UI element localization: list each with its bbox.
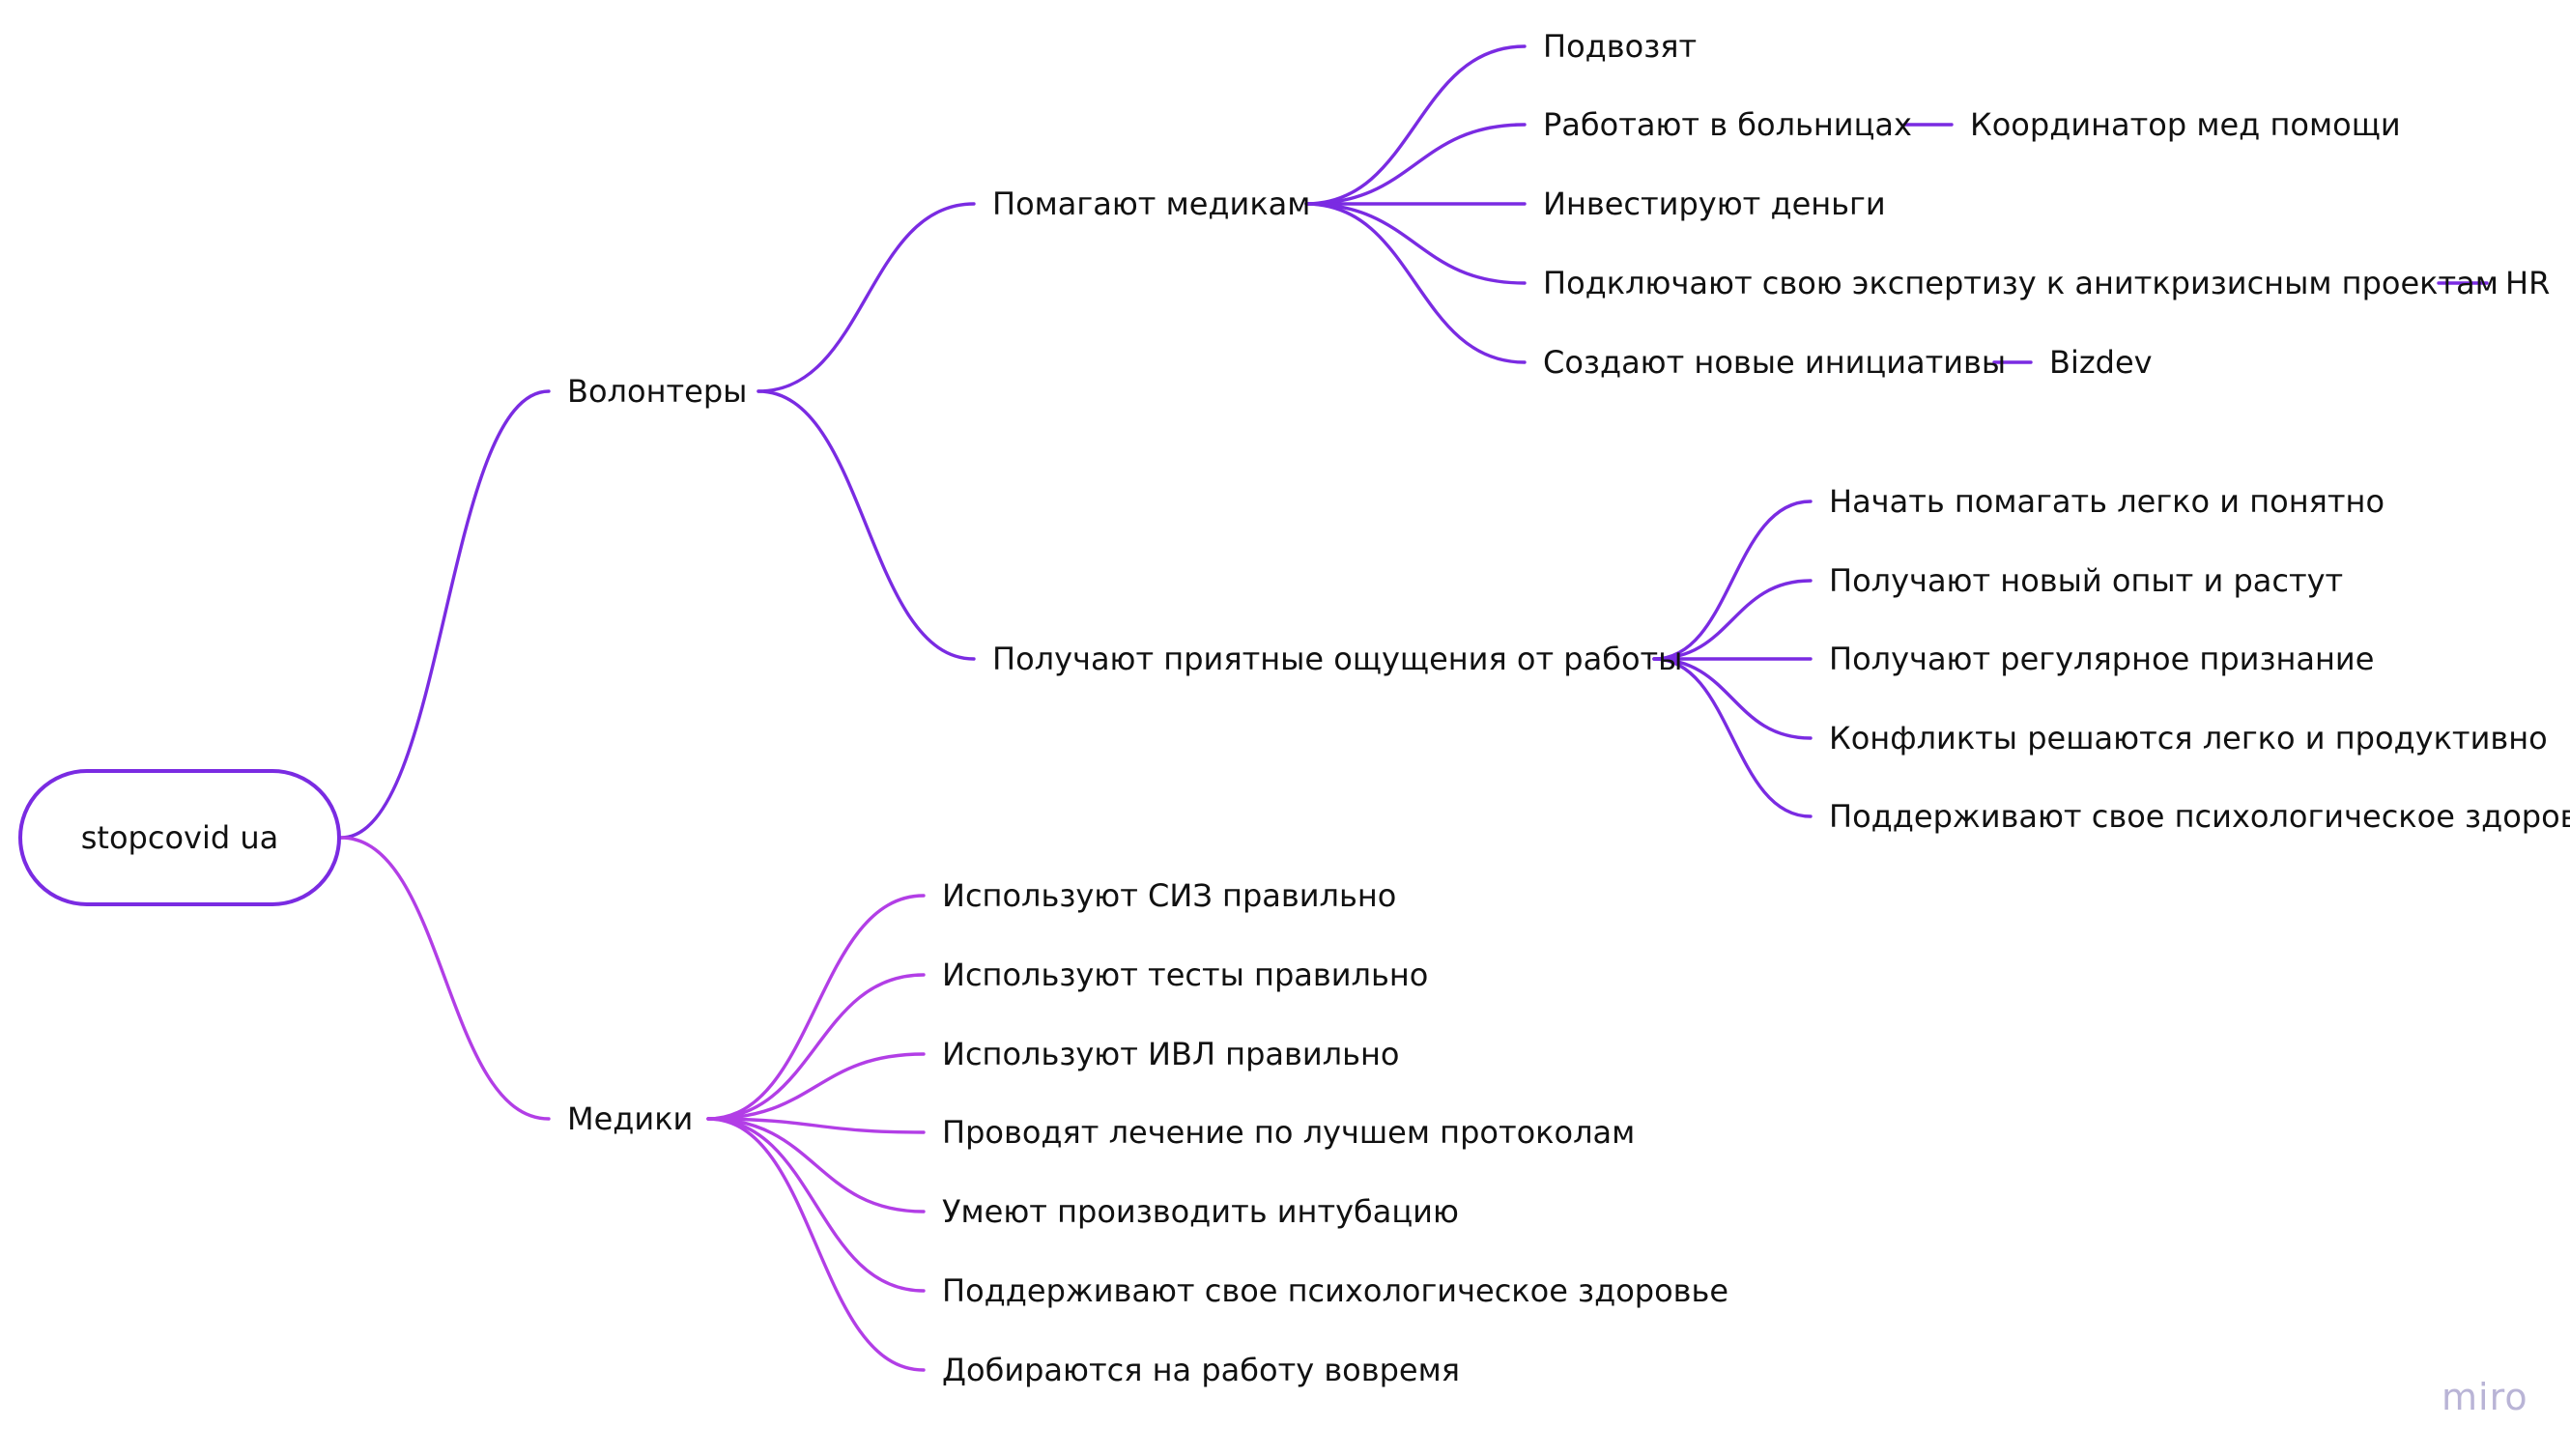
node-new-experience[interactable]: Получают новый опыт и растут (1829, 562, 2344, 599)
node-treatment[interactable]: Проводят лечение по лучшем протоколам (942, 1114, 1636, 1151)
node-bizdev[interactable]: Bizdev (2049, 344, 2153, 381)
node-tests[interactable]: Используют тесты правильно (942, 956, 1429, 993)
edge-help-item-1 (1304, 123, 1527, 206)
edge-help-item-4 (1304, 202, 1527, 364)
node-invest-money[interactable]: Инвестируют деньги (1543, 186, 1886, 222)
root-node[interactable]: stopcovid ua (18, 769, 341, 906)
edge-pleasant-item-4 (1652, 657, 1813, 818)
node-coordinator[interactable]: Координатор мед помощи (1970, 106, 2401, 143)
node-easy-start[interactable]: Начать помагать легко и понятно (1829, 483, 2385, 520)
edge-root-volunteers (339, 389, 551, 840)
edge-medics-item-2 (706, 1052, 926, 1121)
miro-watermark: miro (2442, 1376, 2528, 1418)
edge-help-item-0 (1304, 44, 1527, 206)
node-work-hospitals[interactable]: Работают в больницах (1543, 106, 1912, 143)
root-node-label: stopcovid ua (80, 819, 279, 856)
edge-medics-item-1 (706, 973, 926, 1121)
edge-medics-item-0 (706, 894, 926, 1121)
edge-medics-item-4 (706, 1117, 926, 1213)
node-deliver[interactable]: Подвозят (1543, 28, 1698, 65)
node-help-medics[interactable]: Помагают медикам (992, 186, 1311, 222)
edge-root-medics (339, 836, 551, 1121)
edge-medics-item-5 (706, 1117, 926, 1293)
node-medics[interactable]: Медики (567, 1100, 694, 1137)
node-ppe[interactable]: Используют СИЗ правильно (942, 877, 1397, 914)
node-recognition[interactable]: Получают регулярное признание (1829, 641, 2375, 677)
edge-pleasant-item-1 (1652, 579, 1813, 661)
node-psych-health-volunteers[interactable]: Поддерживают свое психологическое здоров… (1829, 798, 2570, 835)
edge-volunteers-pleasant (757, 389, 976, 661)
node-hr[interactable]: HR (2505, 265, 2551, 301)
edge-help-item-3 (1304, 202, 1527, 285)
edge-volunteers-help (757, 202, 976, 393)
node-psych-health-medics[interactable]: Поддерживают свое психологическое здоров… (942, 1272, 1729, 1309)
node-pleasant-feelings[interactable]: Получают приятные ощущения от работы (992, 641, 1683, 677)
node-conflicts[interactable]: Конфликты решаются легко и продуктивно (1829, 720, 2548, 757)
edge-pleasant-item-3 (1652, 657, 1813, 740)
node-intubation[interactable]: Умеют производить интубацию (942, 1193, 1459, 1230)
node-new-initiatives[interactable]: Создают новые инициативы (1543, 344, 2007, 381)
node-volunteers[interactable]: Волонтеры (567, 373, 748, 410)
node-ventilators[interactable]: Используют ИВЛ правильно (942, 1036, 1400, 1072)
edge-medics-item-6 (706, 1117, 926, 1372)
edge-pleasant-item-0 (1652, 500, 1813, 661)
node-expertise[interactable]: Подключают свою экспертизу к аниткризисн… (1543, 265, 2499, 301)
node-on-time[interactable]: Добираются на работу вовремя (942, 1352, 1460, 1388)
edge-medics-item-3 (706, 1117, 926, 1134)
